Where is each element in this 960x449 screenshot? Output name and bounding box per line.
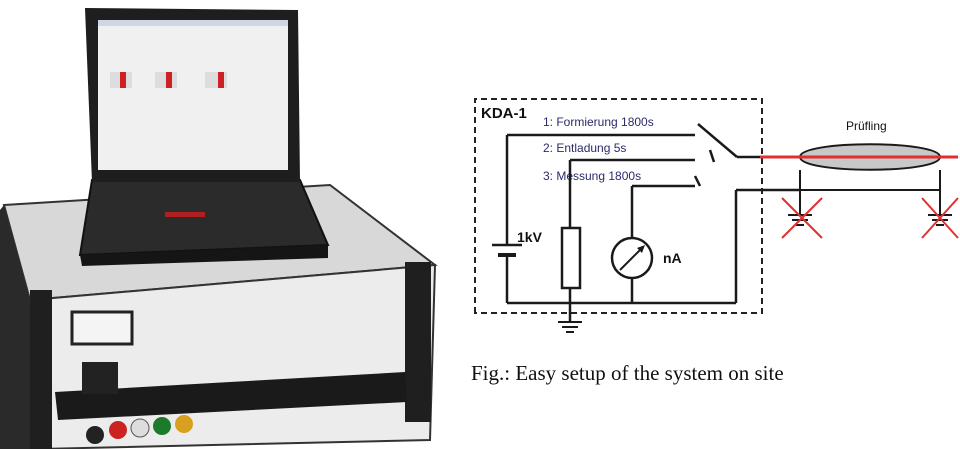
test-object-label: Prüfling xyxy=(846,119,887,133)
cable-under-test xyxy=(760,143,958,200)
device-photo xyxy=(0,8,438,449)
step-1-label: 1: Formierung 1800s xyxy=(543,115,654,129)
step-3-label: 3: Messung 1800s xyxy=(543,169,641,183)
device-label: KDA-1 xyxy=(481,105,527,122)
circuit-schematic: KDA-1 1: Formierung 1800s 2: Entladung 5… xyxy=(474,98,959,333)
ammeter-symbol xyxy=(610,236,654,280)
resistor-symbol xyxy=(560,226,582,290)
step-2-label: 2: Entladung 5s xyxy=(543,141,626,155)
voltage-label: 1kV xyxy=(517,229,543,245)
circuit-wiring xyxy=(505,123,800,322)
figure-caption: Fig.: Easy setup of the system on site xyxy=(471,361,784,385)
ground-icon xyxy=(558,321,582,333)
ground-removed-right-icon xyxy=(921,197,959,239)
meter-label: nA xyxy=(663,250,682,266)
voltage-source-symbol xyxy=(492,243,522,262)
ground-removed-left-icon xyxy=(781,197,823,239)
device-boundary xyxy=(474,98,763,314)
